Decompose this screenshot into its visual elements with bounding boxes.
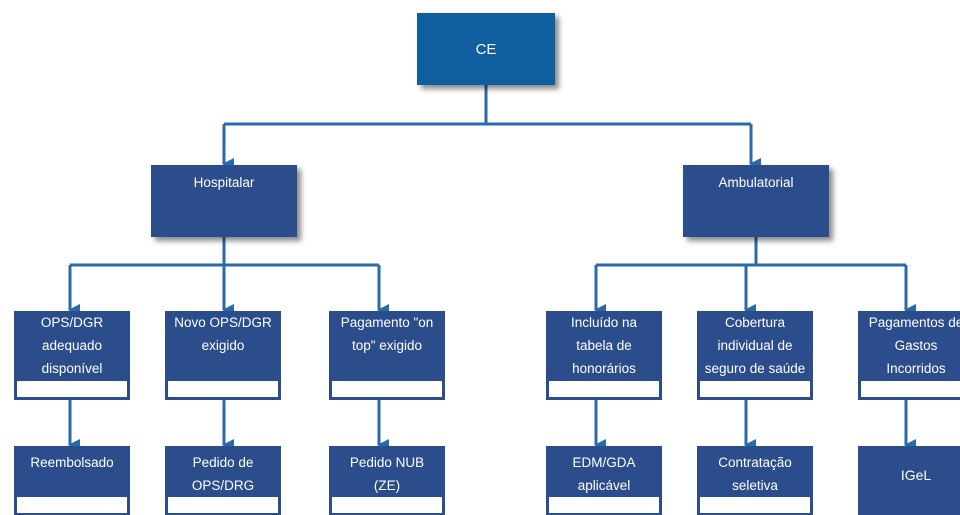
criterion-node-text-line: Gastos [894, 338, 938, 353]
outcome-node-text-line: OPS/DRG [191, 478, 255, 493]
criterion-node-text-line: Incluído na [570, 315, 638, 330]
outcome-node-text-line: Contratação [718, 455, 792, 470]
outcome-node-text-line: EDM/GDA [572, 455, 636, 470]
outcome-node-text-line: Pedido de [192, 455, 254, 470]
criterion-white-strip [168, 381, 278, 397]
criterion-node-text-line: exigido [201, 338, 245, 353]
criterion-node-text-line: individual de [717, 338, 793, 353]
outcome-white-strip [332, 497, 442, 513]
outcome-white-strip [168, 497, 278, 513]
outcome-white-strip [17, 497, 127, 513]
criterion-node-text-line: adequado [41, 338, 103, 353]
criterion-node-text-line: tabela de [576, 338, 632, 353]
root-node: CE [417, 13, 555, 85]
outcome-white-strip [700, 497, 810, 513]
branch-node-ambulatorial-text-line: Ambulatorial [718, 175, 794, 190]
outcome-node-text-line: Reembolsado [30, 455, 114, 470]
branch-node-ambulatorial: Ambulatorial [683, 165, 829, 237]
root-node-text-line: CE [475, 40, 497, 58]
branch-node-hospitalar-text-line: Hospitalar [193, 175, 255, 190]
criterion-white-strip [861, 381, 960, 397]
criterion-node-text-line: Cobertura [724, 315, 786, 330]
criterion-white-strip [17, 381, 127, 397]
criterion-node-text-line: honorários [572, 361, 636, 376]
outcome-node-text-line: Pedido NUB [349, 455, 425, 470]
outcome-node-text-line: seletiva [732, 478, 778, 493]
outcome-node-text-line: IGeL [900, 467, 932, 483]
criterion-node-text-line: Novo OPS/DGR [174, 315, 272, 330]
criterion-node-text-line: OPS/DGR [40, 315, 104, 330]
outcome-node-text-line: aplicável [577, 478, 631, 493]
branch-node-hospitalar: Hospitalar [151, 165, 297, 237]
outcome-white-strip [549, 497, 659, 513]
criterion-node-text-line: seguro de saúde [704, 361, 806, 376]
criterion-white-strip [700, 381, 810, 397]
outcome-node-text-line: (ZE) [373, 478, 401, 493]
criterion-white-strip [332, 381, 442, 397]
criterion-node-text-line: top" exigido [351, 338, 423, 353]
criterion-node-text-line: disponível [41, 361, 103, 376]
criterion-node-text-line: Incorridos [886, 361, 946, 376]
outcome-node: IGeL [858, 446, 960, 515]
criterion-node-text-line: Pagamentos de [868, 315, 960, 330]
criterion-white-strip [549, 381, 659, 397]
criterion-node-text-line: Pagamento "on [340, 315, 434, 330]
